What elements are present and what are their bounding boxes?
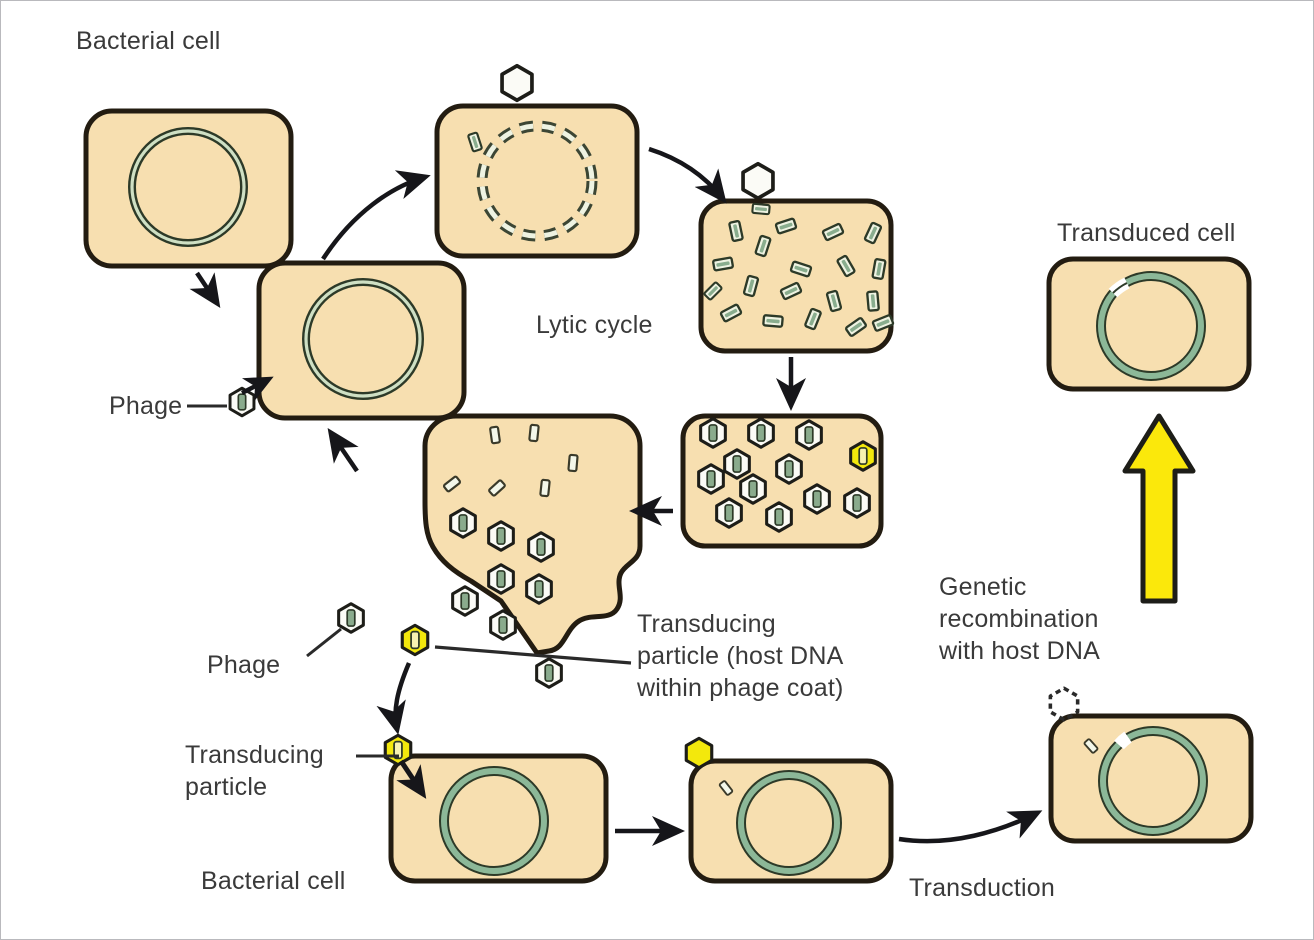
arrow-particle-to-recipient xyxy=(376,662,412,735)
chromosome-inner xyxy=(1100,728,1206,834)
label-transducing-l1: Transducing xyxy=(185,741,324,769)
label-lytic-cycle: Lytic cycle xyxy=(536,311,653,339)
phage-free-lower xyxy=(535,657,563,689)
label-transduction: Transduction xyxy=(909,874,1055,902)
bacterial-cell-dna-degrading xyxy=(434,63,640,259)
label-transducing-particle-l2: particle (host DNA xyxy=(637,642,844,670)
cell-envelope xyxy=(1046,256,1252,392)
cell-envelope xyxy=(1048,713,1254,844)
arrow-degraded-to-fragments xyxy=(648,146,727,204)
label-bacterial-cell-bottom: Bacterial cell xyxy=(201,867,346,895)
leader-phage-middle xyxy=(306,627,342,658)
label-bacterial-cell-top: Bacterial cell xyxy=(76,27,221,55)
bacterial-cell-injected xyxy=(684,736,894,884)
cell-envelope xyxy=(698,198,894,354)
label-genetic-recomb-l3: with host DNA xyxy=(938,637,1100,665)
chromosome-inner xyxy=(1098,273,1204,379)
transducing-particle-in-cell xyxy=(849,440,877,472)
phage-empty-coat-top xyxy=(500,63,534,103)
label-phage-top: Phage xyxy=(109,392,182,420)
arrow-infected-to-degraded xyxy=(321,170,431,261)
phage-empty-coat-top xyxy=(741,161,775,201)
bacterial-cell-phage-assembly xyxy=(680,413,884,549)
cell-envelope xyxy=(388,753,609,884)
chromosome-inner xyxy=(130,129,246,245)
leader-transducing-particle-desc xyxy=(434,645,632,665)
label-transducing-particle-l1: Transducing xyxy=(637,610,776,638)
chromosome-inner xyxy=(738,772,840,874)
cell-envelope xyxy=(434,103,640,259)
emptied-transducing-coat xyxy=(684,736,714,770)
label-genetic-recomb-l2: recombination xyxy=(939,605,1099,633)
label-genetic-recomb-l1: Genetic xyxy=(939,573,1027,601)
cell-envelope xyxy=(256,260,467,421)
recombination-gap xyxy=(1114,731,1132,750)
bacterial-cell-recipient xyxy=(383,733,609,884)
bacterial-cell-lysing xyxy=(337,413,643,689)
cell-envelope-ruptured xyxy=(422,413,643,656)
injection-arrow xyxy=(240,376,274,402)
label-phage-middle: Phage xyxy=(207,651,280,679)
bacterial-cell-dna-fragments xyxy=(698,161,895,354)
text-labels: Bacterial cell Lytic cycle Phage Transdu… xyxy=(76,27,1236,902)
bacterial-cell-phage-attached xyxy=(228,260,467,421)
chromosome-fragmented-inner xyxy=(479,123,595,239)
label-transduced-cell: Transduced cell xyxy=(1057,219,1236,247)
transducing-particle-free xyxy=(400,623,430,657)
arrow-injected-to-recombining xyxy=(898,810,1043,844)
transducing-particle-attached xyxy=(383,733,413,767)
flow-arrows xyxy=(189,146,1043,846)
cell-envelope xyxy=(688,758,894,884)
chromosome-inner xyxy=(304,280,422,398)
integrated-donor-dna-outline xyxy=(1112,282,1128,294)
yellow-recombination-arrow xyxy=(1122,413,1196,604)
bacterial-cell-transduced xyxy=(1046,256,1252,392)
leader-lines xyxy=(187,404,632,758)
bacterial-cell-uninfected xyxy=(83,108,294,269)
cell-envelope xyxy=(83,108,294,269)
chromosome-inner xyxy=(441,768,547,874)
label-transducing-particle-l3: within phage coat) xyxy=(636,674,844,702)
arrow-uninfected-to-infected xyxy=(189,271,221,308)
dna-injection-arrow xyxy=(396,759,427,799)
bacterial-cell-recombining xyxy=(1048,686,1254,844)
arrow-into-infected-cell xyxy=(327,428,359,473)
phage-coat-dashed-icon xyxy=(1048,686,1080,722)
phage-free-left xyxy=(337,602,365,634)
label-transducing-l2: particle xyxy=(185,773,267,801)
